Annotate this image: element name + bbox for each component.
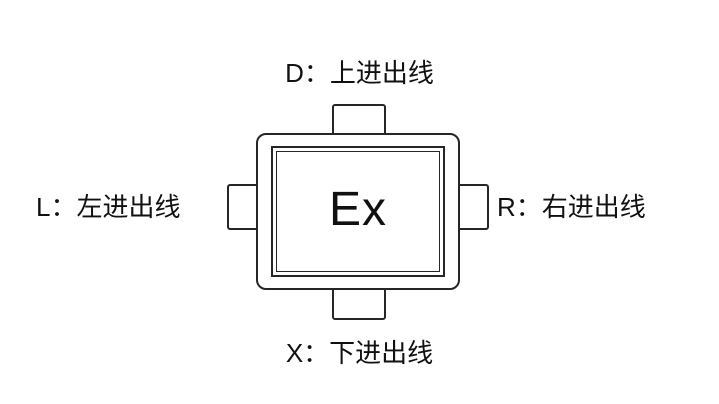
label-right-entry: R：右进出线 (497, 192, 646, 222)
label-top-entry: D：上进出线 (285, 58, 434, 88)
ex-marking: Ex (328, 182, 387, 236)
junction-box-inner-frame: Ex (271, 146, 445, 277)
label-bottom-entry: X：下进出线 (285, 338, 434, 368)
junction-box-label-plate: Ex (276, 151, 440, 272)
label-left-entry: L：左进出线 (36, 192, 181, 222)
junction-box-body: Ex (256, 133, 460, 290)
